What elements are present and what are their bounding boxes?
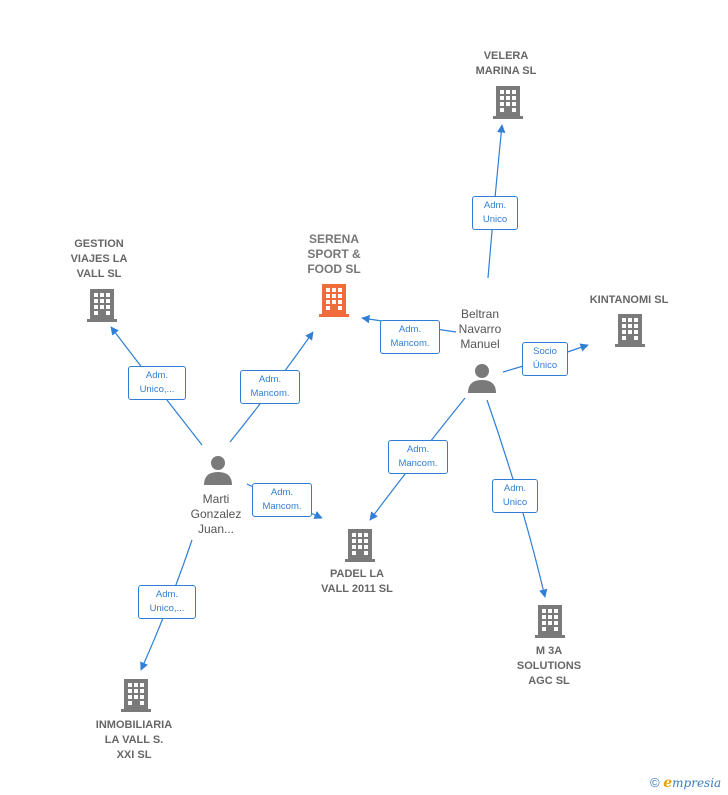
brand-initial: e: [663, 775, 673, 791]
edge-label-beltran-m3a: Adm. Unico: [492, 479, 538, 513]
company-label-serena[interactable]: SERENA SPORT & FOOD SL: [307, 232, 361, 276]
edge-label-beltran-serena: Adm. Mancom.: [380, 320, 440, 354]
footer-brand: © empresia: [650, 775, 721, 791]
company-label-padel[interactable]: PADEL LA VALL 2011 SL: [321, 568, 393, 595]
brand-logo: empresia: [663, 775, 722, 791]
company-label-kintanomi[interactable]: KINTANOMI SL: [589, 294, 669, 306]
building-icon: [615, 314, 645, 347]
edge-label-marti-padel: Adm. Mancom.: [252, 483, 312, 517]
edge-label-marti-serena: Adm. Mancom.: [240, 370, 300, 404]
company-label-inmobiliaria[interactable]: INMOBILIARIA LA VALL S. XXI SL: [95, 719, 173, 761]
company-label-m3a[interactable]: M 3A SOLUTIONS AGC SL: [516, 645, 582, 687]
company-label-gestion[interactable]: GESTION VIAJES LA VALL SL: [70, 238, 128, 280]
edge-label-beltran-velera: Adm. Unico: [472, 196, 518, 230]
person-label-marti[interactable]: Marti Gonzalez Juan...: [190, 492, 242, 536]
building-icon: [121, 679, 151, 712]
edge-label-marti-inmobiliaria: Adm. Unico,...: [138, 585, 196, 619]
building-icon-main: [319, 284, 349, 317]
person-icon: [204, 456, 232, 485]
building-icon: [535, 605, 565, 638]
person-label-beltran[interactable]: Beltran Navarro Manuel: [458, 307, 502, 351]
edge-label-marti-gestion: Adm. Unico,...: [128, 366, 186, 400]
edge-label-beltran-padel: Adm. Mancom.: [388, 440, 448, 474]
company-label-velera[interactable]: VELERA MARINA SL: [475, 50, 537, 77]
building-icon: [87, 289, 117, 322]
building-icon: [493, 86, 523, 119]
person-icon: [468, 364, 496, 393]
building-icon: [345, 529, 375, 562]
brand-name: mpresia: [672, 776, 722, 790]
edge-label-beltran-kintanomi: Socio Único: [522, 342, 568, 376]
copyright-icon: ©: [650, 775, 660, 790]
